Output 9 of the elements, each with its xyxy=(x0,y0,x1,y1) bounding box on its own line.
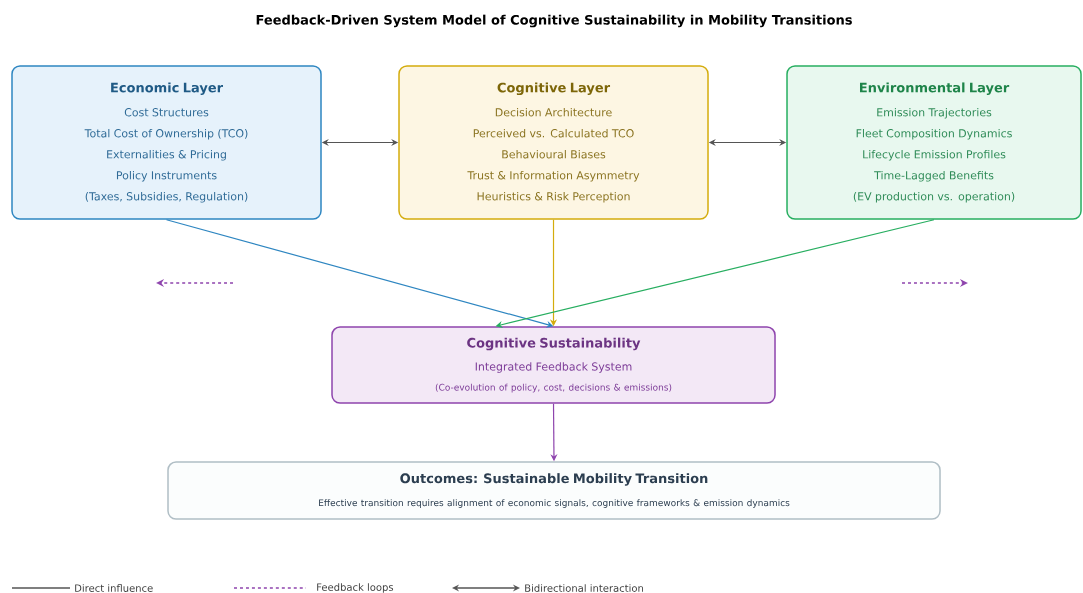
legend-text: Direct influence xyxy=(75,584,153,592)
layer-box: Economic Layer Cost Structures Total Cost of Ownership (TCO) Externalities & Pricing Policy Instruments (Taxes, Subsidies, Regulation) xyxy=(11,65,322,220)
title: Feedback-Driven System Model of Cognitive Sustainability in Mobility Transitions xyxy=(256,14,852,28)
legend-text: Bidirectional interaction xyxy=(525,584,643,592)
layer-box: Cognitive Sustainability Integrated Feedback System (Co-evolution of policy, cost, decisions & emissions) xyxy=(331,326,776,404)
layer-box: Environmental Layer Emission Trajectories Fleet Composition Dynamics Lifecycle Emission Profiles Time-Lagged Benefits (EV production vs. operation) xyxy=(786,65,1082,220)
legend-text: Feedback loops xyxy=(317,583,394,593)
layer-box: Cognitive Layer Decision Architecture Perceived vs. Calculated TCO Behavioural Biases Trust & Information Asymmetry Heuristics & Risk Perception xyxy=(398,65,709,220)
layer-box: Outcomes: Sustainable Mobility Transition Effective transition requires alignment of economic signals, cognitive frameworks & emission dynamics xyxy=(167,461,941,520)
